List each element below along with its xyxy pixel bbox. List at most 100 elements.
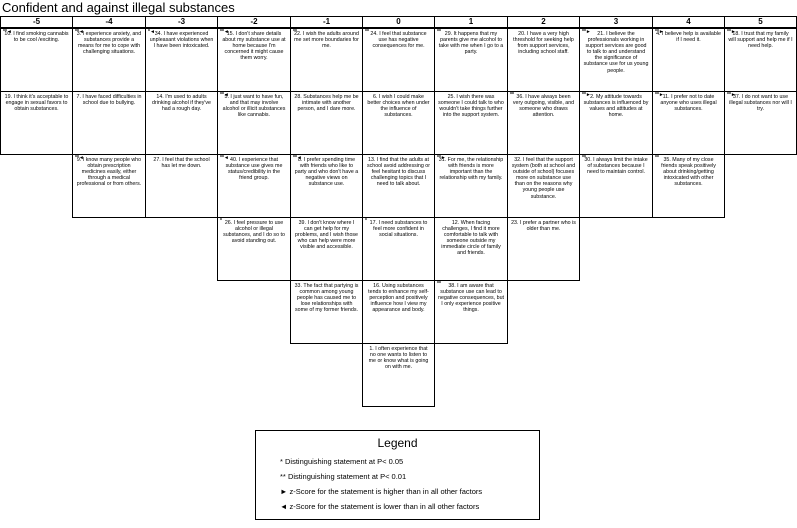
- statement-text: 25. I wish there was someone I could tal…: [438, 94, 504, 119]
- significance-marker: *: [365, 218, 367, 224]
- statement-text: 13. I find that the adults at school avo…: [366, 157, 430, 188]
- statement-card: **◄5. I just want to have fun, and that …: [217, 91, 291, 155]
- statement-card: *◄34. I have experienced unpleasant viol…: [145, 28, 218, 92]
- legend-text: Distinguishing statement at P< 0.01: [287, 472, 407, 481]
- significance-marker: **: [655, 155, 659, 161]
- statement-text: 23. I prefer a partner who is older than…: [511, 220, 576, 233]
- statement-card: *26. I feel pressure to use alcohol or i…: [217, 217, 291, 281]
- statement-card: **►18. I trust that my family will suppo…: [724, 28, 797, 92]
- statement-card: *17. I need substances to feel more conf…: [362, 217, 435, 281]
- significance-marker: *: [220, 218, 222, 224]
- statement-card: **►37. I do not want to use illegal subs…: [724, 91, 797, 155]
- statement-card: 12. When facing challenges, I find it mo…: [434, 217, 508, 281]
- legend-symbol: ►: [280, 487, 288, 496]
- statement-card: **35. Many of my close friends speak pos…: [652, 154, 725, 218]
- column-header: -5: [0, 16, 73, 28]
- significance-marker: **◄: [75, 29, 84, 35]
- statement-text: 12. When facing challenges, I find it mo…: [441, 220, 501, 257]
- significance-marker: **: [293, 29, 297, 35]
- statement-card: 6. I wish I could make better choices wh…: [362, 91, 435, 155]
- statement-text: 3. I experience anxiety, and substances …: [76, 31, 142, 56]
- statement-text: 9. I know many people who obtain prescri…: [76, 157, 142, 188]
- legend-item-higher: ► z-Score for the statement is higher th…: [280, 487, 482, 496]
- statement-card: **◄15. I don't share details about my su…: [217, 28, 291, 92]
- statement-card: **◄3. I experience anxiety, and substanc…: [72, 28, 146, 92]
- statement-card: **30. I always limit the intake of subst…: [579, 154, 653, 218]
- statement-text: 2. My attitude towards substances is inf…: [583, 94, 649, 119]
- statement-card: **29. It happens that my parents give me…: [434, 28, 508, 92]
- statement-text: 30. I always limit the intake of substan…: [584, 157, 648, 176]
- statement-text: 4. I believe help is available if I need…: [656, 31, 721, 44]
- legend-text: z-Score for the statement is higher than…: [289, 487, 483, 496]
- statement-card: **►4. I believe help is available if I n…: [652, 28, 725, 92]
- column-header: 1: [434, 16, 508, 28]
- statement-text: 18. I trust that my family will support …: [728, 31, 793, 50]
- statement-card: **►2. My attitude towards substances is …: [579, 91, 653, 155]
- statement-text: 16. Using substances tends to enhance my…: [368, 283, 429, 314]
- statement-card: **◄10. I find smoking cannabis to be coo…: [0, 28, 73, 92]
- significance-marker: **►: [727, 92, 736, 98]
- statement-card: 39. I don't know where I can get help fo…: [290, 217, 363, 281]
- significance-marker: **: [510, 92, 514, 98]
- statement-text: 26. I feel pressure to use alcohol or il…: [223, 220, 285, 245]
- statement-card: **►21. I believe the professionals worki…: [579, 28, 653, 92]
- column-header: 0: [362, 16, 435, 28]
- significance-marker: **◄: [220, 92, 229, 98]
- statement-card: 32. I feel that the support system (both…: [507, 154, 580, 218]
- statement-card: 20. I have a very high threshold for see…: [507, 28, 580, 92]
- statement-text: 1. I often experience that no one wants …: [368, 346, 429, 371]
- statement-text: 22. I wish the adults around me set more…: [294, 31, 359, 50]
- significance-marker: **◄: [220, 155, 229, 161]
- column-header: -4: [72, 16, 146, 28]
- statement-card: 27. I feel that the school has let me do…: [145, 154, 218, 218]
- statement-card: **◄9. I know many people who obtain pres…: [72, 154, 146, 218]
- statement-text: 5. I just want to have fun, and that may…: [222, 94, 286, 119]
- statement-text: 14. I'm used to adults drinking alcohol …: [151, 94, 212, 113]
- legend-title: Legend: [377, 436, 418, 450]
- statement-card: **◄8. I prefer spending time with friend…: [290, 154, 363, 218]
- significance-marker: **: [437, 29, 441, 35]
- significance-marker: **►: [655, 92, 664, 98]
- significance-marker: **►: [582, 29, 591, 35]
- legend-text: z-Score for the statement is lower than …: [289, 502, 480, 511]
- column-header: -1: [290, 16, 363, 28]
- statement-text: 21. I believe the professionals working …: [583, 31, 649, 74]
- legend-item-p05: * Distinguishing statement at P< 0.05: [280, 457, 403, 466]
- statement-text: 32. I feel that the support system (both…: [511, 157, 576, 200]
- statement-text: 27. I feel that the school has let me do…: [153, 157, 210, 170]
- legend-item-lower: ◄ z-Score for the statement is lower tha…: [280, 502, 479, 511]
- statement-card: **►11. I prefer not to date anyone who u…: [652, 91, 725, 155]
- significance-marker: **◄: [293, 155, 302, 161]
- column-header: 3: [579, 16, 653, 28]
- legend: Legend * Distinguishing statement at P< …: [255, 430, 540, 520]
- statement-card: **◄40. I experience that substance use g…: [217, 154, 291, 218]
- significance-marker: **►: [655, 29, 664, 35]
- statement-card: **36. I have always been very outgoing, …: [507, 91, 580, 155]
- significance-marker: **►: [437, 155, 446, 161]
- statement-card: 1. I often experience that no one wants …: [362, 343, 435, 407]
- significance-marker: **◄: [3, 29, 12, 35]
- significance-marker: **: [365, 29, 369, 35]
- legend-symbol: ◄: [280, 502, 288, 511]
- significance-marker: **►: [727, 29, 736, 35]
- statement-card: 13. I find that the adults at school avo…: [362, 154, 435, 218]
- statement-text: 19. I think it's acceptable to engage in…: [4, 94, 69, 113]
- statement-text: 11. I prefer not to date anyone who uses…: [660, 94, 717, 113]
- statement-text: 15. I don't share details about my subst…: [222, 31, 286, 62]
- statement-text: 34. I have experienced unpleasant violat…: [149, 31, 214, 50]
- statement-text: 6. I wish I could make better choices wh…: [367, 94, 430, 119]
- column-header: 5: [724, 16, 797, 28]
- page-title: Confident and against illegal substances: [2, 0, 235, 15]
- statement-text: 29. It happens that my parents give me a…: [438, 31, 504, 56]
- statement-card: 19. I think it's acceptable to engage in…: [0, 91, 73, 155]
- significance-marker: **◄: [220, 29, 229, 35]
- legend-item-p01: ** Distinguishing statement at P< 0.01: [280, 472, 406, 481]
- statement-text: 17. I need substances to feel more confi…: [369, 220, 428, 239]
- statement-card: 16. Using substances tends to enhance my…: [362, 280, 435, 344]
- statement-text: 36. I have always been very outgoing, vi…: [512, 94, 575, 119]
- statement-card: **24. I feel that substance use has nega…: [362, 28, 435, 92]
- statement-card: **►31. For me, the relationship with fri…: [434, 154, 508, 218]
- statement-text: 40. I experience that substance use give…: [225, 157, 283, 182]
- statement-text: 37. I do not want to use illegal substan…: [729, 94, 792, 113]
- statement-card: 25. I wish there was someone I could tal…: [434, 91, 508, 155]
